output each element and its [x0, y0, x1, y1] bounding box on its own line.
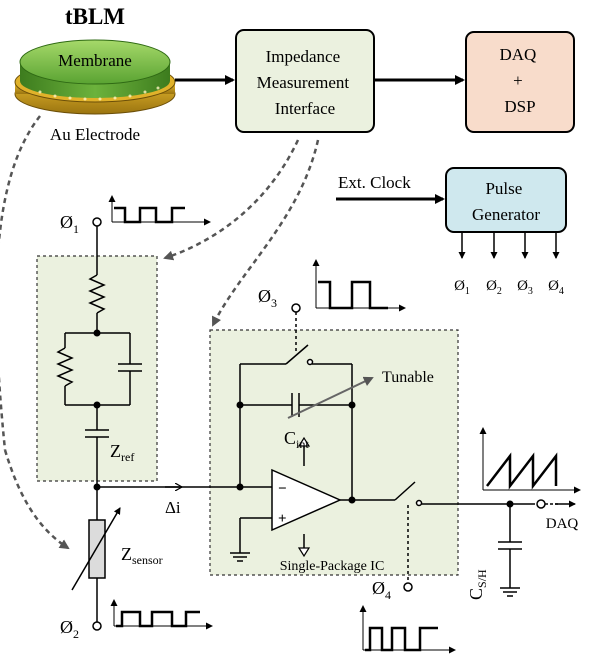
pulse-generator-block: Pulse Generator [445, 167, 567, 233]
dashed-arrow-zref [163, 139, 300, 261]
opamp-minus: − [278, 481, 287, 497]
integrator [230, 303, 353, 562]
delta-i-label: Δi [165, 498, 181, 517]
electrode-label: Au Electrode [50, 125, 140, 144]
waveform-phi4 [359, 605, 456, 654]
daq-line-3: DSP [504, 97, 535, 116]
ic-label: Single-Package IC [280, 559, 385, 574]
phi1-label: Ø1 [60, 212, 79, 236]
ic-region [209, 329, 459, 576]
zref-label: Zref [110, 441, 134, 464]
daq-line-1: DAQ [499, 45, 536, 64]
impedance-line-3: Interface [275, 99, 335, 118]
tunable-label: Tunable [382, 369, 434, 386]
pulse-line-1: Pulse [485, 179, 522, 198]
cint-label: Cint [284, 428, 309, 451]
pulse-out-phi1: Ø1 [454, 278, 470, 297]
dashed-arrow-electrode [0, 115, 41, 451]
daq-output-label: DAQ [546, 516, 579, 532]
svg-text:Pulse Generator: Pulse Generator [472, 179, 540, 224]
tblm-title: tBLM [65, 4, 125, 29]
phi4-label: Ø4 [372, 578, 391, 602]
phi2-label: Ø2 [60, 617, 79, 641]
impedance-interface-block: Impedance Measurement Interface [235, 29, 375, 133]
daq-line-2: + [513, 71, 523, 90]
tunable-arrow [287, 376, 374, 419]
opamp-plus: + [278, 511, 287, 527]
daq-dsp-block: DAQ + DSP [465, 31, 575, 133]
sample-hold [352, 481, 560, 597]
dashed-arrow-ic [211, 139, 320, 327]
pulse-out-phi4: Ø4 [548, 278, 564, 297]
svg-text:DAQ + DSP: DAQ + DSP [499, 45, 540, 116]
pulse-out-phi2: Ø2 [486, 278, 502, 297]
waveform-phi3 [312, 259, 406, 312]
svg-text:Impedance Measurement: Impedance Measurement Interface [257, 47, 354, 118]
waveform-output [479, 427, 581, 494]
pulse-line-2: Generator [472, 205, 540, 224]
impedance-line-2: Measurement [257, 73, 350, 92]
membrane-disk [19, 39, 171, 85]
csh-label: CS/H [466, 569, 489, 600]
tblm-sensor: tBLM Membrane Au Electrode [14, 4, 176, 144]
waveform-phi2 [110, 599, 213, 630]
membrane-label: Membrane [58, 51, 132, 70]
impedance-line-1: Impedance [266, 47, 341, 66]
zsensor-label: Zsensor [121, 544, 163, 567]
ext-clock-label: Ext. Clock [338, 173, 411, 192]
pulse-out-phi3: Ø3 [517, 278, 533, 297]
phi3-label: Ø3 [258, 286, 277, 310]
variable-sensor-arrow [71, 507, 121, 591]
waveform-phi1 [108, 195, 211, 226]
